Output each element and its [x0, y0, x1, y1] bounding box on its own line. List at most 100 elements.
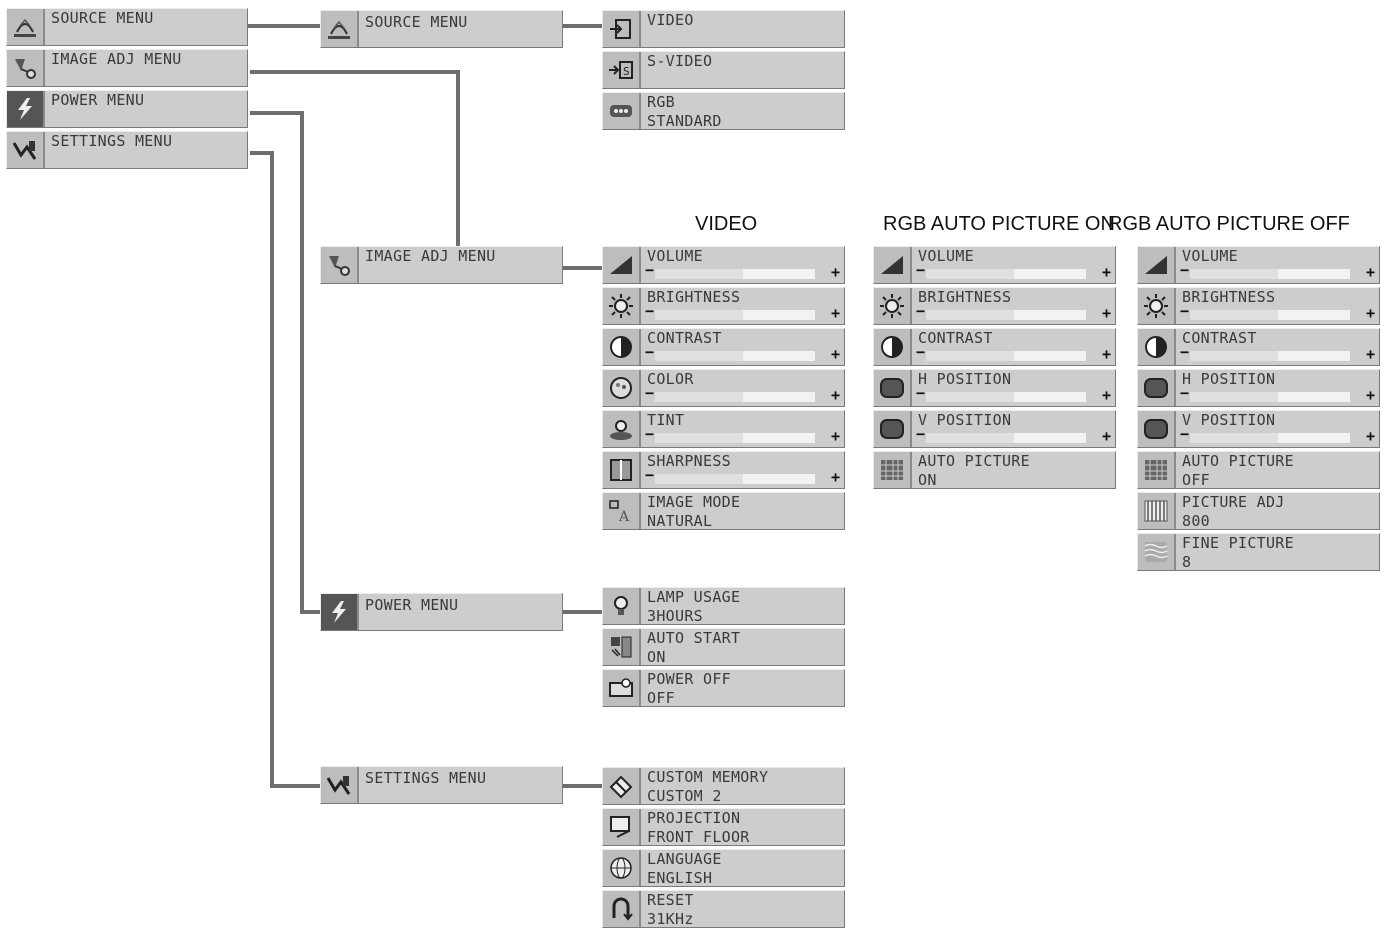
item-label: CUSTOM MEMORY: [647, 768, 769, 786]
slider-track[interactable]: [655, 351, 815, 361]
slider-fill: [655, 433, 743, 443]
slider-decrease-button[interactable]: −: [916, 343, 926, 361]
contrast-icon: [1138, 329, 1176, 365]
rgb-on-slider-brightness[interactable]: BRIGHTNESS−+: [873, 287, 1116, 325]
slider-increase-button[interactable]: +: [830, 468, 840, 486]
slider-decrease-button[interactable]: −: [645, 343, 655, 361]
slider-decrease-button[interactable]: −: [1180, 384, 1190, 402]
slider-increase-button[interactable]: +: [1101, 427, 1111, 445]
rgb-off-slider-contrast[interactable]: CONTRAST−+: [1137, 328, 1380, 366]
slider-track[interactable]: [1190, 392, 1350, 402]
slider-decrease-button[interactable]: −: [1180, 425, 1190, 443]
submenu-power[interactable]: POWER MENU: [320, 593, 563, 631]
slider-track[interactable]: [655, 392, 815, 402]
connector-image-adj: [250, 70, 460, 250]
submenu-source[interactable]: SOURCE MENU: [320, 10, 563, 48]
rgb-off-slider-v-position[interactable]: V POSITION−+: [1137, 410, 1380, 448]
slider-track[interactable]: [1190, 310, 1350, 320]
slider-fill: [926, 269, 1014, 279]
source-item-video[interactable]: VIDEO: [602, 10, 845, 48]
main-menu-image-adj-label: IMAGE ADJ MENU: [51, 50, 182, 68]
slider-track[interactable]: [1190, 351, 1350, 361]
video-slider-brightness[interactable]: BRIGHTNESS−+: [602, 287, 845, 325]
slider-track[interactable]: [1190, 433, 1350, 443]
slider-increase-button[interactable]: +: [1101, 263, 1111, 281]
submenu-image-adj[interactable]: IMAGE ADJ MENU: [320, 246, 563, 284]
slider-decrease-button[interactable]: −: [645, 425, 655, 443]
main-menu-power[interactable]: POWER MENU: [6, 90, 248, 128]
main-menu-settings[interactable]: SETTINGS MENU: [6, 131, 248, 169]
slider-increase-button[interactable]: +: [1365, 345, 1375, 363]
rgb-on-slider-v-position[interactable]: V POSITION−+: [873, 410, 1116, 448]
slider-increase-button[interactable]: +: [1365, 263, 1375, 281]
h-position-icon: [1138, 370, 1176, 406]
slider-decrease-button[interactable]: −: [645, 384, 655, 402]
video-slider-sharpness[interactable]: SHARPNESS−+: [602, 451, 845, 489]
slider-decrease-button[interactable]: −: [1180, 261, 1190, 279]
item-value: 3HOURS: [647, 607, 703, 625]
slider-increase-button[interactable]: +: [1365, 386, 1375, 404]
slider-fill: [1190, 392, 1278, 402]
video-slider-contrast[interactable]: CONTRAST−+: [602, 328, 845, 366]
slider-track[interactable]: [926, 269, 1086, 279]
video-slider-color[interactable]: COLOR− +: [602, 369, 845, 407]
slider-increase-button[interactable]: +: [1101, 304, 1111, 322]
slider-decrease-button[interactable]: −: [916, 261, 926, 279]
slider-increase-button[interactable]: +: [1101, 345, 1111, 363]
video-slider-volume[interactable]: VOLUME−+: [602, 246, 845, 284]
slider-increase-button[interactable]: +: [1365, 427, 1375, 445]
source-item-rgb[interactable]: RGB STANDARD: [602, 92, 845, 130]
slider-track[interactable]: [655, 474, 815, 484]
slider-decrease-button[interactable]: −: [916, 384, 926, 402]
slider-decrease-button[interactable]: −: [645, 261, 655, 279]
slider-track[interactable]: [1190, 269, 1350, 279]
rgb-on-slider-volume[interactable]: VOLUME−+: [873, 246, 1116, 284]
slider-decrease-button[interactable]: −: [1180, 343, 1190, 361]
video-slider-tint[interactable]: TINT−+: [602, 410, 845, 448]
rgb-on-slider-h-position[interactable]: H POSITION−+: [873, 369, 1116, 407]
main-menu-source[interactable]: SOURCE MENU: [6, 8, 248, 46]
slider-track[interactable]: [926, 392, 1086, 402]
slider-increase-button[interactable]: +: [830, 263, 840, 281]
slider-decrease-button[interactable]: −: [916, 425, 926, 443]
slider-increase-button[interactable]: +: [1365, 304, 1375, 322]
slider-decrease-button[interactable]: −: [645, 302, 655, 320]
slider-increase-button[interactable]: +: [1101, 386, 1111, 404]
slider-track[interactable]: [655, 269, 815, 279]
submenu-settings[interactable]: SETTINGS MENU: [320, 766, 563, 804]
rgb-off-slider-h-position[interactable]: H POSITION−+: [1137, 369, 1380, 407]
source-item-svideo[interactable]: S S-VIDEO: [602, 51, 845, 89]
slider-label: COLOR: [647, 370, 694, 388]
item-value: ON: [918, 471, 937, 489]
slider-increase-button[interactable]: +: [830, 304, 840, 322]
slider-increase-button[interactable]: +: [830, 427, 840, 445]
slider-increase-button[interactable]: +: [830, 386, 840, 404]
rgb-on-slider-contrast[interactable]: CONTRAST−+: [873, 328, 1116, 366]
main-menu-power-label: POWER MENU: [51, 91, 145, 109]
slider-track[interactable]: [926, 351, 1086, 361]
slider-track[interactable]: [926, 433, 1086, 443]
slider-decrease-button[interactable]: −: [916, 302, 926, 320]
slider-fill: [655, 392, 743, 402]
slider-increase-button[interactable]: +: [830, 345, 840, 363]
slider-track[interactable]: [926, 310, 1086, 320]
slider-track[interactable]: [655, 433, 815, 443]
slider-decrease-button[interactable]: −: [1180, 302, 1190, 320]
rgb-off-slider-volume[interactable]: VOLUME−+: [1137, 246, 1380, 284]
slider-decrease-button[interactable]: −: [645, 466, 655, 484]
slider-track[interactable]: [655, 310, 815, 320]
main-menu-image-adj[interactable]: IMAGE ADJ MENU: [6, 49, 248, 87]
rgb-off-slider-brightness[interactable]: BRIGHTNESS−+: [1137, 287, 1380, 325]
